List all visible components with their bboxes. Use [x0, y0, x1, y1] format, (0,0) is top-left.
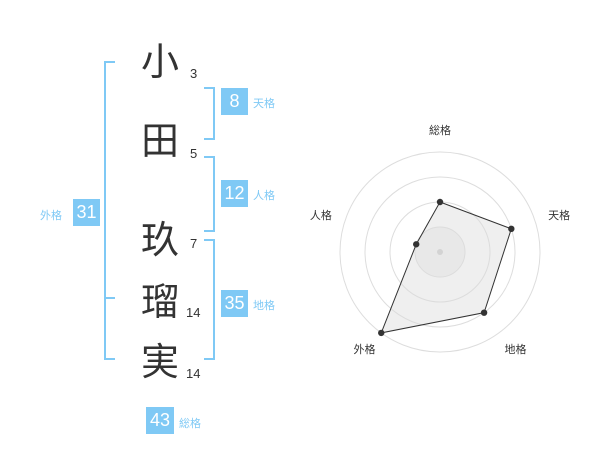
radar-axis-label-3: 地格	[505, 342, 527, 356]
chikaku-value-badge: 35	[221, 290, 248, 317]
gaikaku-value-badge: 31	[73, 199, 100, 226]
jinkaku-bracket	[204, 156, 215, 232]
tenkaku-value-badge: 8	[221, 88, 248, 115]
radar-center	[437, 249, 443, 255]
gaikaku-bracket	[104, 61, 115, 360]
name-char-2: 田	[141, 119, 180, 163]
chikaku-bracket	[204, 239, 215, 360]
name-char-1: 小	[141, 40, 180, 84]
soukaku-label: 総格	[179, 417, 201, 430]
radar-ring-4	[339, 151, 541, 353]
name-char-5: 実	[141, 340, 180, 384]
name-char-3: 玖	[141, 218, 180, 262]
stroke-count-4: 14	[186, 305, 201, 320]
radar-axis-label-5: 人格	[310, 208, 332, 222]
gaikaku-label: 外格	[40, 209, 62, 222]
radar-point-5	[413, 241, 420, 248]
jinkaku-label: 人格	[253, 189, 275, 202]
stroke-count-1: 3	[190, 66, 198, 81]
radar-point-3	[480, 309, 488, 316]
radar-series-polygon	[380, 201, 512, 334]
radar-axis-label-4: 外格	[353, 342, 375, 356]
chikaku-label: 地格	[253, 299, 275, 312]
radar-ring-3	[364, 176, 516, 328]
radar-point-4	[378, 329, 385, 337]
stroke-count-5: 14	[186, 366, 201, 381]
soukaku-value-badge: 43	[146, 407, 174, 434]
tenkaku-label: 天格	[253, 97, 275, 110]
radar-axis-label-2: 天格	[548, 208, 570, 222]
radar-point-1	[436, 198, 444, 206]
jinkaku-value-badge: 12	[221, 180, 248, 207]
name-char-4: 瑠	[141, 280, 180, 324]
stroke-count-3: 7	[190, 236, 198, 251]
radar-point-2	[508, 225, 515, 233]
stroke-count-2: 5	[190, 146, 198, 161]
tenkaku-bracket	[204, 87, 215, 140]
radar-axis-label-1: 総格	[429, 123, 451, 137]
